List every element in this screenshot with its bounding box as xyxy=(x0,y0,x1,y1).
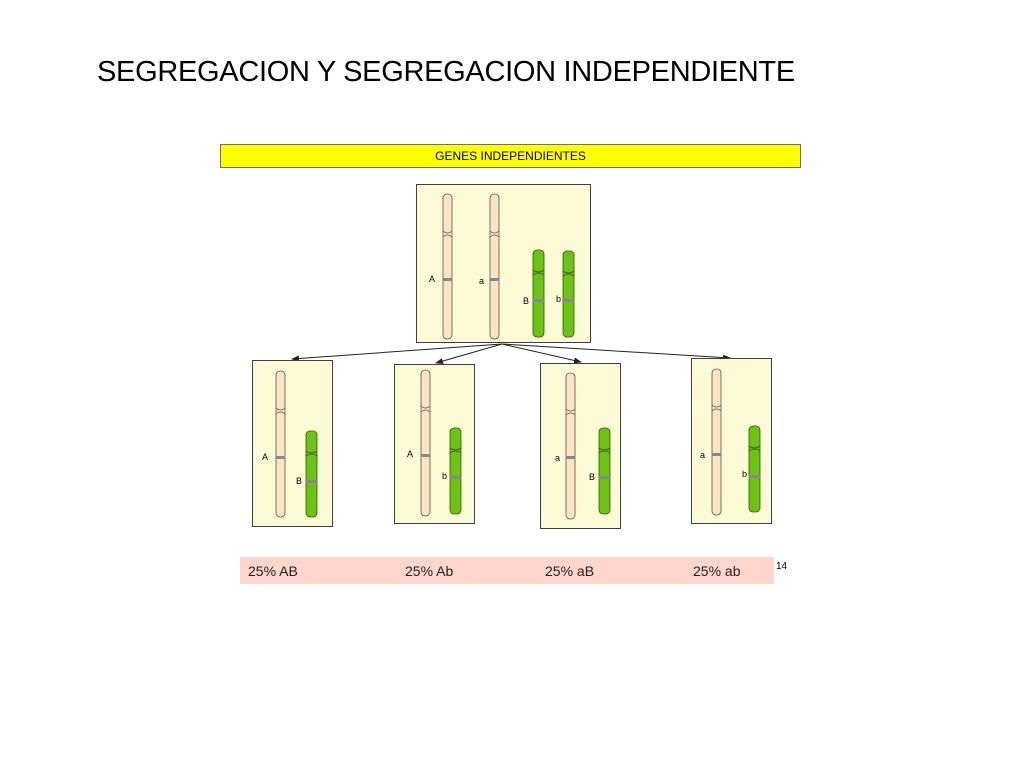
gene-label-B: B xyxy=(589,472,596,482)
chromosome-a xyxy=(565,372,576,520)
chromosome-a xyxy=(489,193,500,340)
gamete-AB-chromosomes xyxy=(275,370,318,518)
gene-label-b: b xyxy=(556,294,562,304)
gene-label-A: A xyxy=(407,449,414,459)
gene-label-A: A xyxy=(429,274,436,284)
slide-title: SEGREGACION Y SEGREGACION INDEPENDIENTE xyxy=(97,56,795,88)
ratio-aB: 25% aB xyxy=(545,563,595,579)
gene-label-a: a xyxy=(555,453,561,463)
ratio-ab: 25% ab xyxy=(693,563,741,579)
gene-label-b: b xyxy=(442,471,448,481)
chromosome-b xyxy=(748,425,761,513)
chromosome-B xyxy=(305,430,318,518)
gamete-Ab-chromosomes xyxy=(420,369,462,517)
gene-label-B: B xyxy=(523,296,530,306)
gamete-cell-ab: a b xyxy=(691,358,772,524)
gamete-cell-aB: a B xyxy=(540,363,621,529)
gamete-cell-Ab: A b xyxy=(394,364,475,524)
arrow-to-gamete-4 xyxy=(501,343,731,361)
genes-independientes-banner: GENES INDEPENDIENTES xyxy=(220,144,801,168)
chromosome-a xyxy=(711,368,722,516)
chromosome-A xyxy=(420,369,431,517)
arrow-to-gamete-3 xyxy=(501,343,582,364)
ratio-AB: 25% AB xyxy=(248,563,298,579)
gamete-cell-AB: A B xyxy=(252,360,333,527)
chromosome-A xyxy=(442,193,453,340)
ratio-Ab: 25% Ab xyxy=(405,563,454,579)
gene-label-a: a xyxy=(479,276,485,286)
ratio-strip: 25% AB 25% Ab 25% aB 25% ab xyxy=(240,557,774,584)
parent-chromosomes xyxy=(442,193,575,340)
chromosome-A xyxy=(275,370,286,518)
gene-label-a: a xyxy=(700,450,706,460)
gene-label-b: b xyxy=(742,469,748,479)
chromosome-b xyxy=(449,427,462,515)
chromosome-B xyxy=(532,249,545,338)
chromosome-B xyxy=(598,427,611,515)
chromosome-b xyxy=(562,250,575,338)
gene-label-B: B xyxy=(296,476,303,486)
arrow-to-gamete-1 xyxy=(291,343,503,362)
gene-label-A: A xyxy=(262,452,269,462)
arrow-to-gamete-2 xyxy=(435,343,503,364)
gamete-ab-chromosomes xyxy=(711,368,761,516)
page-number: 14 xyxy=(776,561,788,572)
gamete-aB-chromosomes xyxy=(565,372,611,520)
parent-cell: A a B b xyxy=(416,184,591,343)
